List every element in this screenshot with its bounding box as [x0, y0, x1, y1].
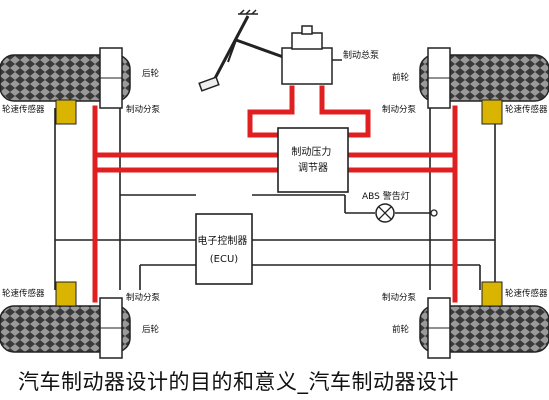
pressure-regulator-label-2: 调节器 — [298, 162, 328, 174]
wheel-bottom-right — [419, 297, 549, 359]
abs-warning-label: ABS 警告灯 — [362, 190, 410, 202]
master-cylinder-label: 制动总泵 — [343, 49, 379, 61]
master-cylinder: 制动总泵 — [281, 25, 379, 85]
wheel-label-bottom-left: 后轮 — [142, 324, 160, 335]
ecu: 电子控制器 (ECU) — [195, 213, 253, 285]
wheel-bottom-left — [0, 297, 131, 359]
caliper-label-bottom-right: 制动分泵 — [382, 292, 417, 303]
abs-warning-lamp: ABS 警告灯 — [362, 190, 438, 223]
wheel-speed-sensors — [55, 99, 503, 307]
wheel-top-left — [0, 47, 131, 109]
sensor-label-bottom-left: 轮速传感器 — [2, 288, 45, 299]
sensor-label-top-right: 轮速传感器 — [505, 104, 548, 115]
svg-text:电子控制器 (ECU): 电子控制器 (ECU) — [197, 234, 250, 265]
wheel-top-right — [419, 47, 549, 109]
svg-text:制动压力 调节器: 制动压力 调节器 — [291, 145, 334, 174]
image-caption: 汽车制动器设计的目的和意义_汽车制动器设计 — [18, 370, 459, 394]
caliper-label-top-right: 制动分泵 — [382, 104, 417, 115]
ecu-label-2: (ECU) — [210, 254, 239, 265]
ecu-label-1: 电子控制器 — [197, 234, 247, 247]
wheel-label-bottom-right: 前轮 — [392, 324, 410, 335]
sensor-label-bottom-right: 轮速传感器 — [505, 288, 548, 299]
signal-wires — [54, 108, 496, 290]
pressure-regulator: 制动压力 调节器 — [277, 127, 349, 193]
wheel-label-top-left: 后轮 — [142, 68, 160, 79]
wheel-label-top-right: 前轮 — [392, 72, 410, 83]
caliper-label-bottom-left: 制动分泵 — [126, 292, 161, 303]
sensor-label-top-left: 轮速传感器 — [2, 104, 45, 115]
brake-pedal — [198, 9, 287, 92]
caliper-label-top-left: 制动分泵 — [126, 104, 161, 115]
pressure-regulator-label-1: 制动压力 — [291, 145, 331, 158]
brake-lines — [92, 85, 458, 303]
